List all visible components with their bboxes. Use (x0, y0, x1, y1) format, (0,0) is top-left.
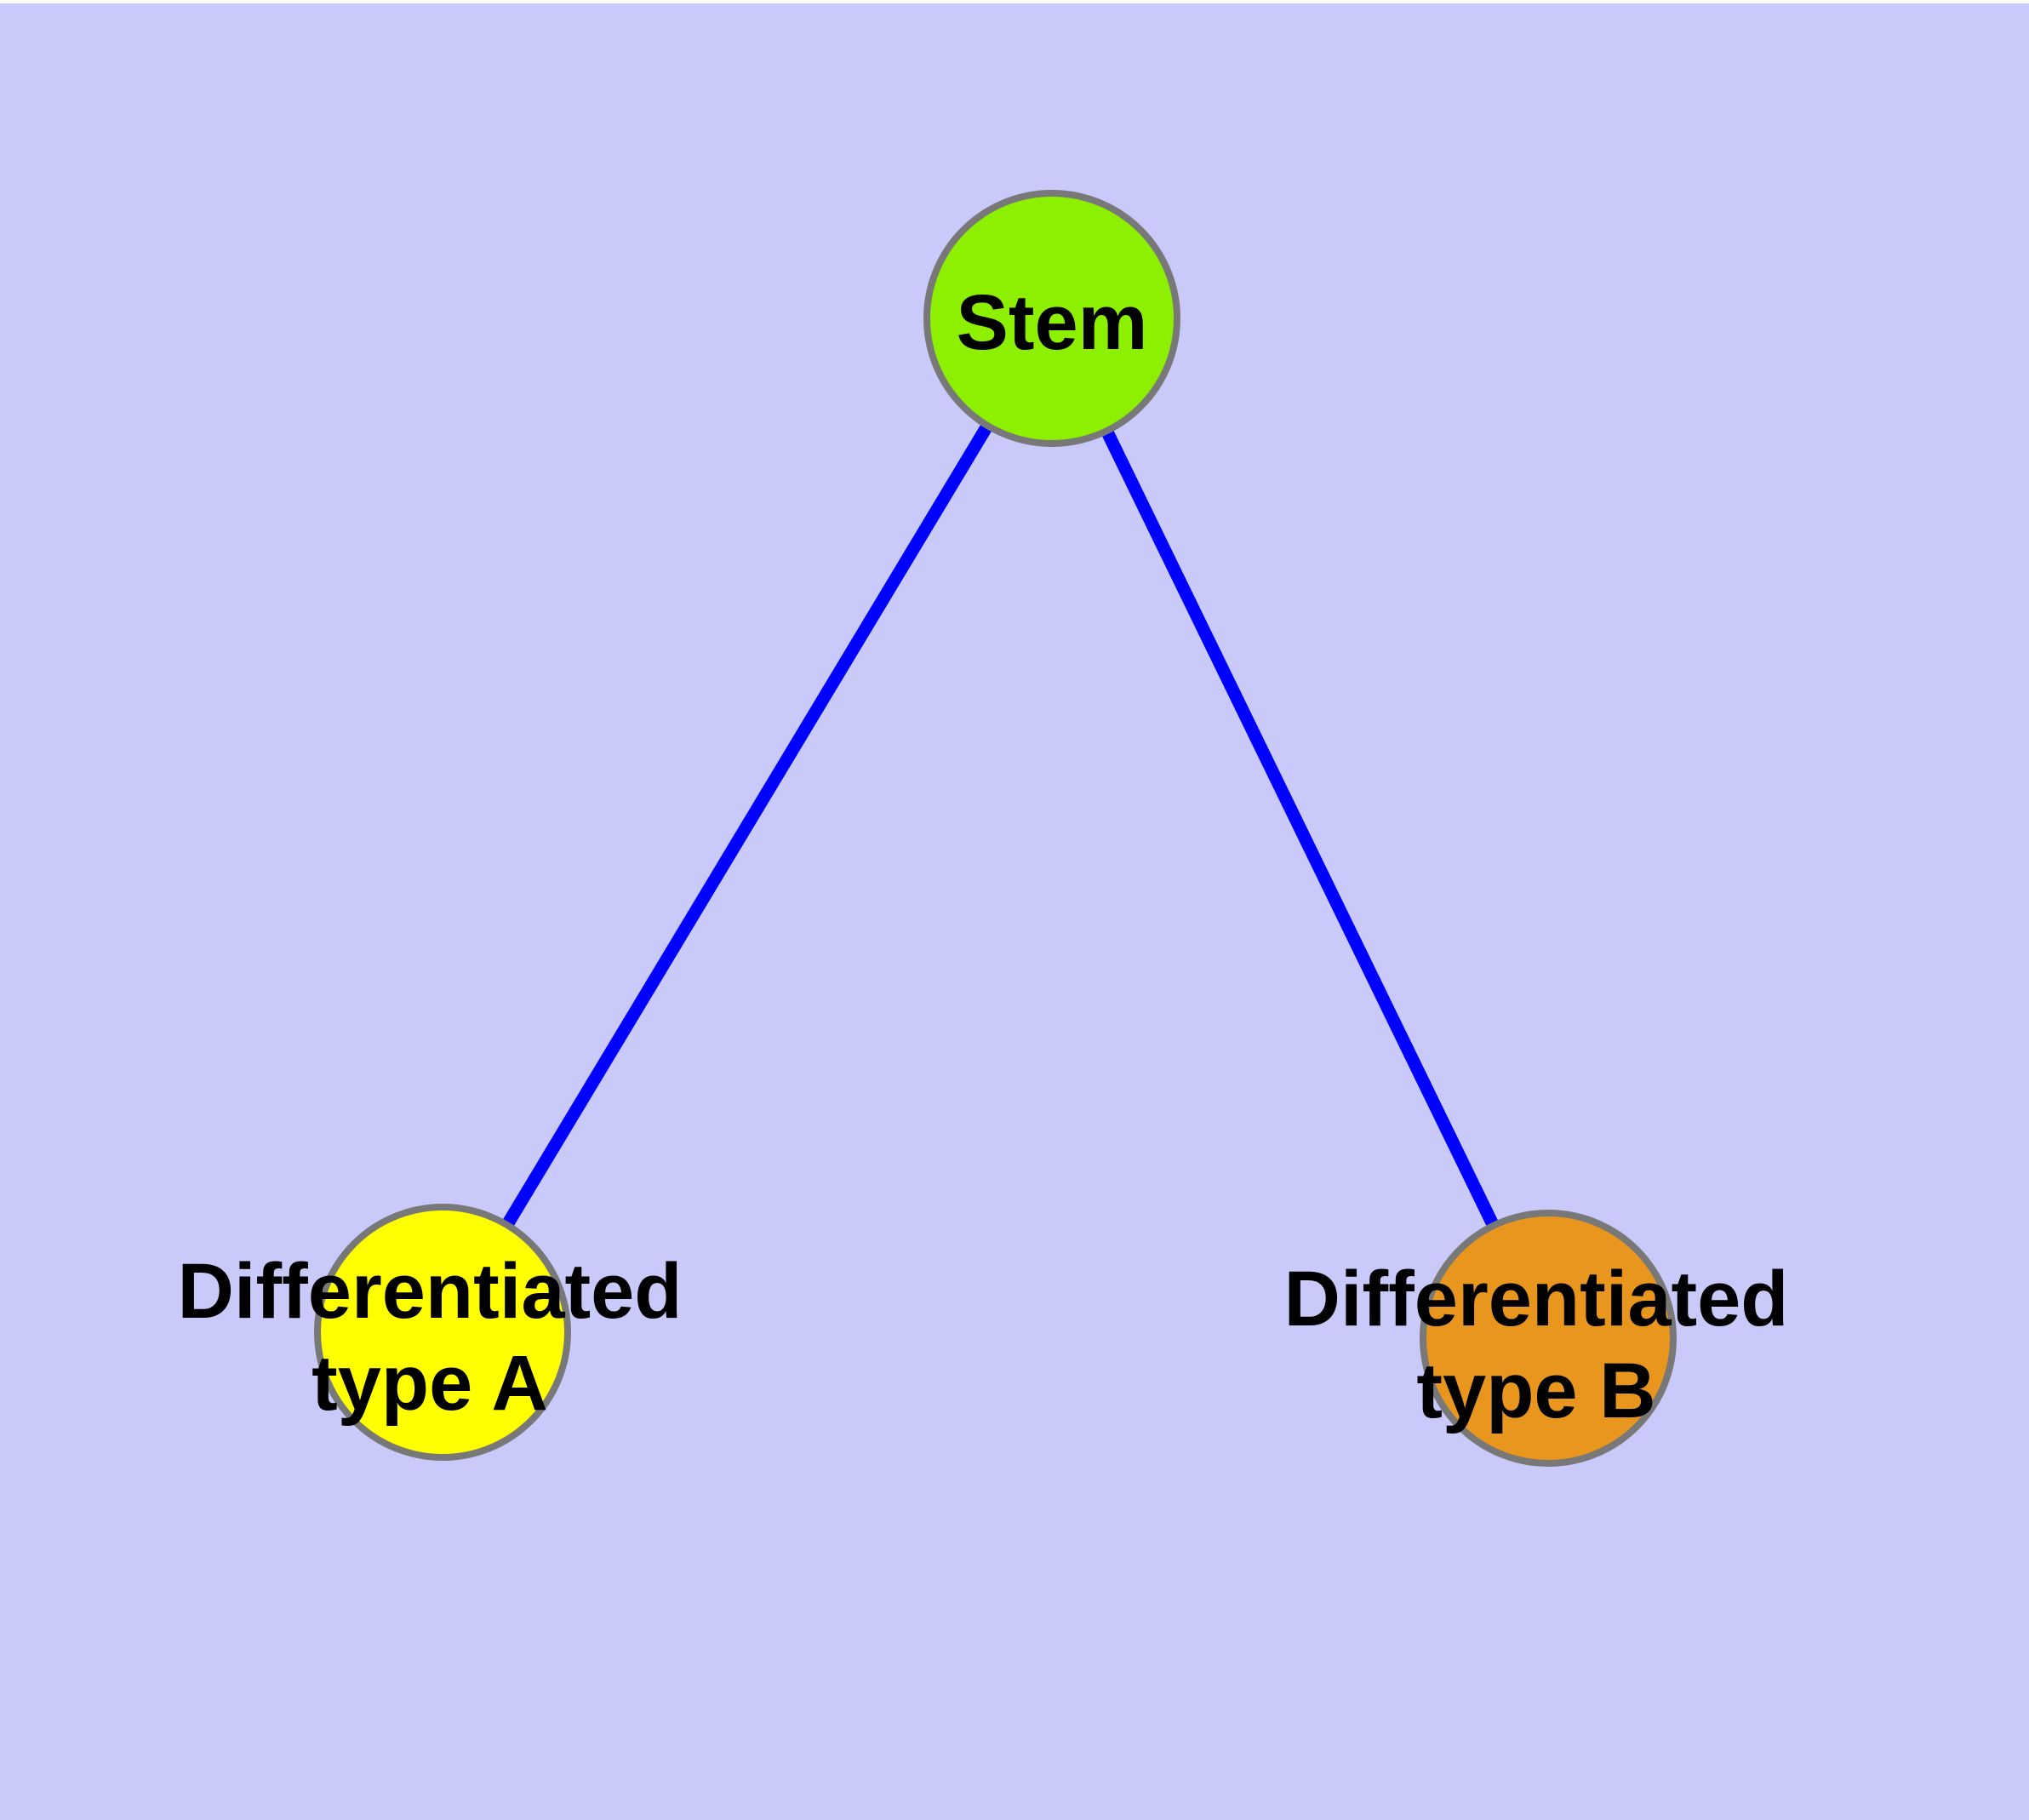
node-stem (923, 190, 1180, 447)
node-type-a-label-line2: type A (311, 1340, 548, 1427)
node-differentiated-type-b (1420, 1210, 1677, 1467)
top-margin-strip (0, 0, 2029, 3)
edge-stem-to-type-a (437, 315, 1058, 1336)
edge-stem-to-type-b (1046, 315, 1554, 1342)
node-differentiated-type-a (314, 1204, 571, 1461)
node-type-a-label-line1: Differentiated (178, 1248, 683, 1335)
node-type-b-label-line1: Differentiated (1284, 1256, 1789, 1342)
node-stem-label: Stem (957, 279, 1148, 366)
node-type-b-label-line2: type B (1416, 1348, 1655, 1434)
